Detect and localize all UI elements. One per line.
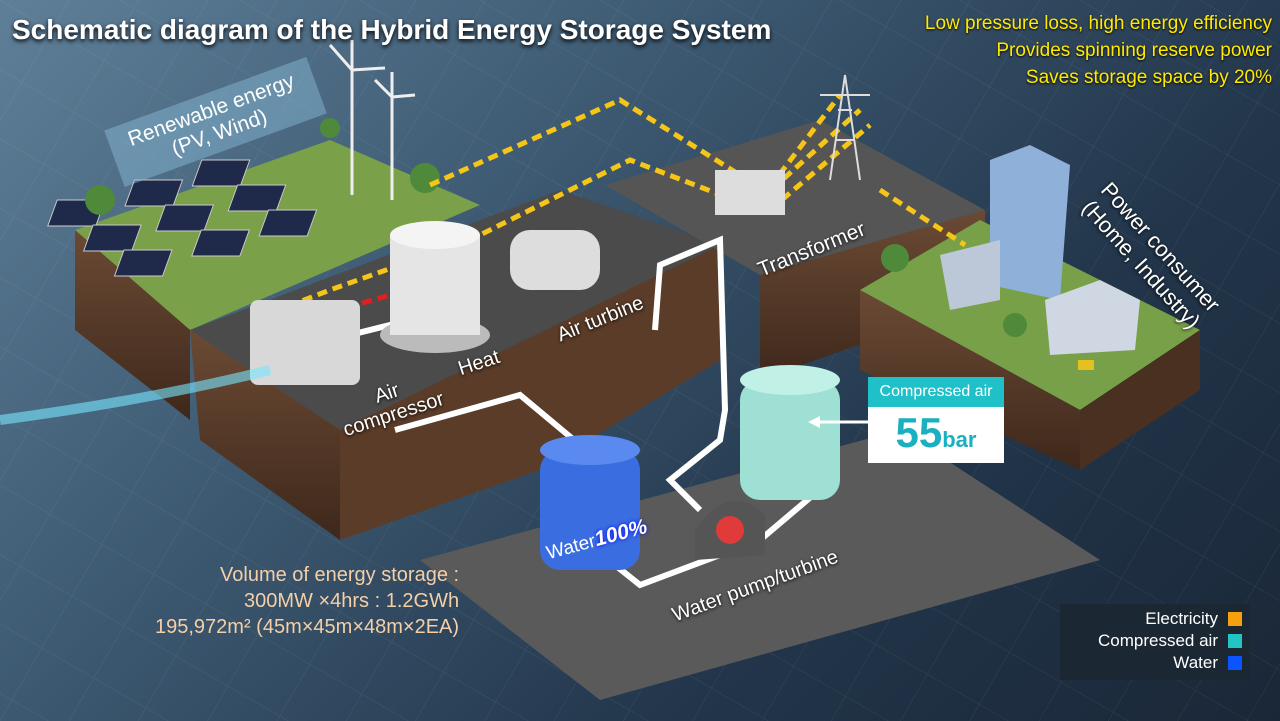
feature-list: Low pressure loss, high energy efficienc… xyxy=(925,10,1272,91)
legend-label: Electricity xyxy=(1145,609,1218,628)
trees xyxy=(85,118,1027,337)
page-title: Schematic diagram of the Hybrid Energy S… xyxy=(12,14,772,45)
legend: Electricity Compressed air Water xyxy=(1060,604,1250,680)
volume-line2: 300MW ×4hrs : 1.2GWh xyxy=(243,590,460,612)
air-turbine-machine xyxy=(510,230,600,290)
legend-item-electricity: Electricity xyxy=(1068,608,1242,630)
storage-volume-info: Volume of energy storage : 300MW ×4hrs :… xyxy=(155,562,459,640)
buildings xyxy=(940,145,1140,370)
heat-storage-tank xyxy=(380,221,490,353)
transformer-site xyxy=(605,120,985,275)
pressure-unit: bar xyxy=(942,427,977,452)
underground-floor xyxy=(420,430,1100,700)
legend-item-water: Water xyxy=(1068,652,1242,674)
water-pump-turbine xyxy=(695,500,765,560)
wind-turbines xyxy=(328,40,416,200)
transformer-equipment xyxy=(715,170,785,215)
compressed-air-tank xyxy=(740,365,840,500)
legend-swatch xyxy=(1228,656,1242,670)
feature-item: Saves storage space by 20% xyxy=(1025,67,1272,88)
feature-item: Low pressure loss, high energy efficienc… xyxy=(924,13,1272,34)
legend-swatch xyxy=(1228,612,1242,626)
legend-label: Compressed air xyxy=(1098,631,1218,650)
pressure-value: 55 xyxy=(895,409,943,456)
volume-line1: Volume of energy storage : xyxy=(220,564,460,586)
feature-item: Provides spinning reserve power xyxy=(996,40,1272,61)
legend-label: Water xyxy=(1173,653,1218,672)
compressed-air-label: Compressed air xyxy=(868,377,1004,407)
solar-panels xyxy=(47,159,318,277)
transmission-tower xyxy=(820,74,870,181)
legend-item-compressed-air: Compressed air xyxy=(1068,630,1242,652)
water-tank xyxy=(540,435,640,570)
volume-line3: 195,972m² (45m×45m×48m×2EA) xyxy=(155,616,460,638)
energy-streak xyxy=(0,365,272,425)
legend-swatch xyxy=(1228,634,1242,648)
air-compressor-machine xyxy=(250,300,360,385)
compressed-air-readout: Compressed air 55bar xyxy=(868,377,1004,463)
